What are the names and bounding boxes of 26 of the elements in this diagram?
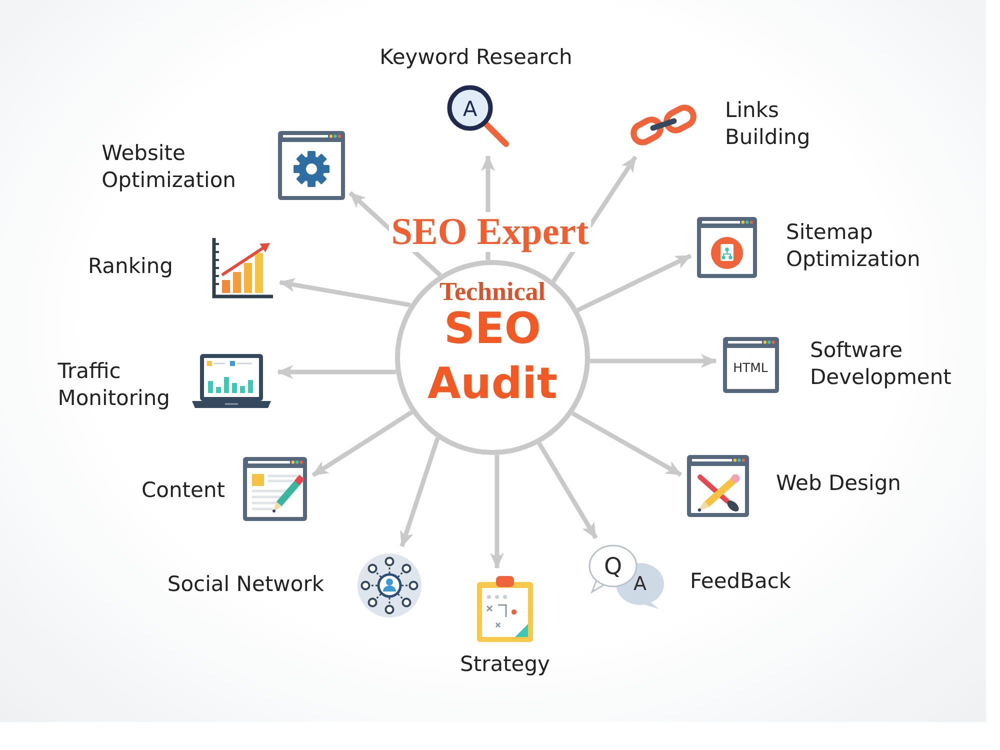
lens-letter: A (462, 98, 478, 120)
topic-label: Web Design (776, 470, 901, 497)
arrow (571, 411, 682, 477)
topic-label: FeedBack (690, 568, 792, 595)
arrow (576, 254, 692, 312)
answer-letter: A (634, 572, 646, 596)
topic-label: Sitemap Optimization (786, 219, 920, 273)
arrow (590, 354, 717, 368)
arrow (277, 365, 396, 379)
arrow (400, 437, 440, 548)
topic-label: Content (141, 477, 225, 504)
arrow (537, 442, 598, 540)
topic-label: Strategy (460, 651, 550, 678)
topic-label: Software Development (810, 337, 952, 391)
topic-label: Keyword Research (380, 44, 572, 71)
topic-label: Links Building (725, 97, 810, 151)
question-letter: Q (604, 554, 622, 578)
arrow (278, 278, 411, 308)
overlay-heading: SEO Expert (389, 212, 591, 252)
topic-label: Social Network (167, 571, 324, 598)
topic-label: Website Optimization (102, 140, 236, 194)
topic-label: Traffic Monitoring (58, 358, 170, 412)
arrow (312, 410, 413, 478)
arrow (490, 454, 504, 569)
code-text: HTML (733, 360, 768, 374)
topic-label: Ranking (88, 253, 173, 280)
